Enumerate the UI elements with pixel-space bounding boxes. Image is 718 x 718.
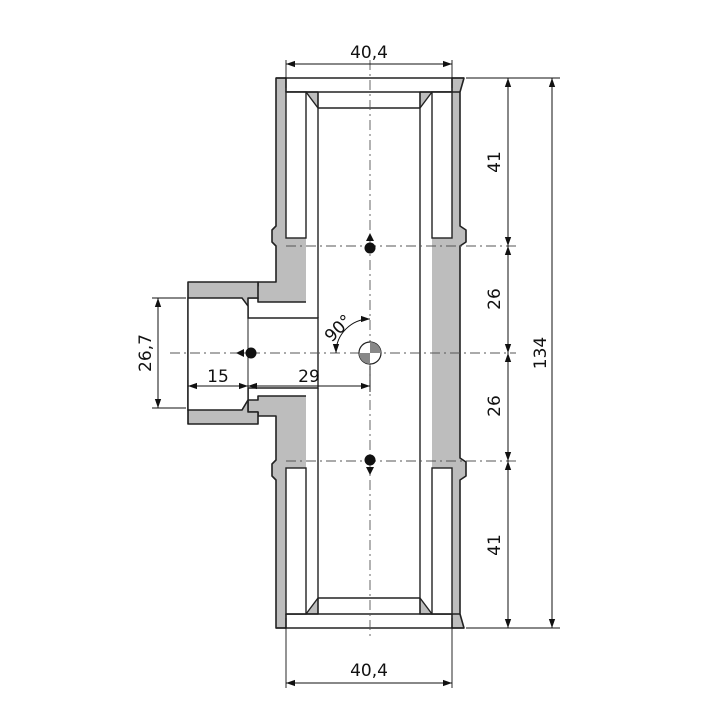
dim-branch-offset-label: 29 — [298, 367, 320, 387]
dim-lower-center-label: 26 — [485, 395, 505, 417]
dim-top-width-label: 40,4 — [350, 43, 388, 63]
socket-slot-top-left — [285, 91, 307, 239]
socket-slot-bottom-left — [285, 467, 307, 615]
dim-overall-height: 134 — [531, 78, 556, 628]
dim-upper-socket-label: 41 — [485, 151, 505, 173]
dim-upper-center-label: 26 — [485, 288, 505, 310]
marker-bottom — [364, 454, 376, 475]
dim-right-stack: 41 26 26 41 — [466, 77, 560, 629]
dim-lower-socket-label: 41 — [485, 534, 505, 556]
dim-branch-height: 26,7 — [136, 297, 186, 409]
dim-branch-horizontal: 15 29 — [187, 366, 371, 424]
insertion-markers — [236, 233, 376, 475]
dim-branch-depth-label: 15 — [207, 367, 229, 387]
dim-branch-height-label: 26,7 — [136, 334, 156, 372]
socket-slot-bottom-right — [431, 467, 453, 615]
center-symbol — [358, 341, 382, 365]
marker-top — [364, 233, 376, 254]
socket-slot-top-right — [431, 91, 453, 239]
dim-bottom-width: 40,4 — [285, 618, 453, 688]
dim-bottom-width-label: 40,4 — [350, 661, 388, 681]
dim-top-width: 40,4 — [285, 43, 453, 88]
marker-branch — [236, 347, 257, 359]
dim-overall-height-label: 134 — [531, 337, 551, 369]
